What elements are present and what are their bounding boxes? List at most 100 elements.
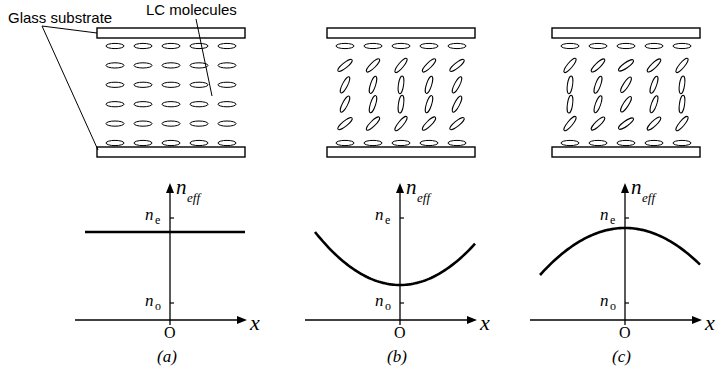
lc-molecule [561,43,579,48]
lc-molecule [368,75,378,94]
tick-label: n [375,292,384,309]
lc-molecule [106,82,124,87]
axis-arrowhead [467,316,477,324]
x-axis [75,319,240,320]
lc-molecule [190,102,208,107]
lc-molecule [589,43,607,48]
lc-molecule [393,57,408,74]
lc-molecule [424,95,434,114]
lc-molecule [649,75,660,94]
lc-molecule [566,76,574,95]
lc-molecule [365,57,381,73]
tick-label: n [600,292,609,309]
lc-molecule [134,102,152,107]
lc-molecule [674,57,689,74]
axis-arrowhead [166,183,174,193]
lc-molecule [218,82,236,87]
lc-molecule [593,95,604,114]
lc-molecule [106,43,124,48]
tick-mark [400,302,404,303]
lc-molecule [451,95,464,113]
tick-mark [625,217,629,218]
lc-molecule [673,43,691,48]
lc-molecule [106,63,124,68]
origin-label: O [164,325,176,341]
neff-graph [530,183,702,325]
neff-curve [315,232,475,285]
neff-graph [75,183,247,325]
lc-molecule [397,76,405,95]
axis-subscript: eff [642,191,655,204]
lc-molecule [645,140,663,145]
lc-molecule [162,82,180,87]
tick-subscript: e [385,214,390,226]
lc-molecule [562,57,577,74]
tick-mark [625,302,629,303]
lc-molecule [393,115,408,132]
tick-mark [400,217,404,218]
tick-subscript: e [610,214,615,226]
neff-graph [305,183,477,325]
axis-title: x [250,312,260,334]
lc-molecule [392,43,410,48]
lc-molecule [190,43,208,48]
tick-subscript: e [155,214,160,226]
lc-molecule [218,63,236,68]
neff-curve [85,231,245,234]
lc-molecule [674,115,689,132]
lc-molecule [678,76,686,95]
lc-molecule [617,43,635,48]
glass-plate [97,147,245,157]
x-axis [530,319,695,320]
lc-molecule [617,140,635,145]
glass-plate [552,147,700,157]
tick-subscript: o [385,300,391,312]
axis-arrowhead [237,316,247,324]
lc-molecule [561,140,579,145]
lc-molecule [218,102,236,107]
axis-arrowhead [396,183,404,193]
lc-cell [97,28,245,157]
lc-molecule [424,75,434,94]
lc-molecule [646,57,663,73]
lc-molecule [590,116,607,132]
neff-curve [540,228,700,275]
lc-molecule [134,121,152,126]
lc-molecule [218,140,236,145]
glass-plate [327,28,475,38]
panel-label: (b) [387,348,407,365]
tick-label: n [375,206,384,223]
lc-molecule [364,140,382,145]
lc-molecule [421,115,437,131]
panel-label: (a) [157,348,177,365]
lc-molecule [451,76,464,94]
lc-molecule [336,58,353,73]
lc-molecule [593,75,604,94]
lc-molecule [364,43,382,48]
lc-molecule [134,82,152,87]
lc-molecule [448,43,466,48]
glass-plate [327,147,475,157]
lc-molecule [590,57,607,73]
axis-title: x [480,312,490,334]
lc-molecule [106,121,124,126]
lc-molecule [649,95,660,114]
lc-molecule [218,43,236,48]
lc-molecule [420,43,438,48]
lc-molecule [448,116,465,131]
lc-molecule [619,95,633,113]
lc-molecule [448,140,466,145]
lc-molecule [190,121,208,126]
glass-plate [552,28,700,38]
axis-title: n [631,177,642,198]
axis-title: n [176,177,187,198]
lc-molecule [106,140,124,145]
lc-molecule [368,95,378,114]
lc-molecule [134,43,152,48]
glass-plate [97,28,245,38]
lc-molecule [617,58,635,73]
lc-molecule [190,82,208,87]
tick-mark [170,302,174,303]
lc-molecule [190,140,208,145]
